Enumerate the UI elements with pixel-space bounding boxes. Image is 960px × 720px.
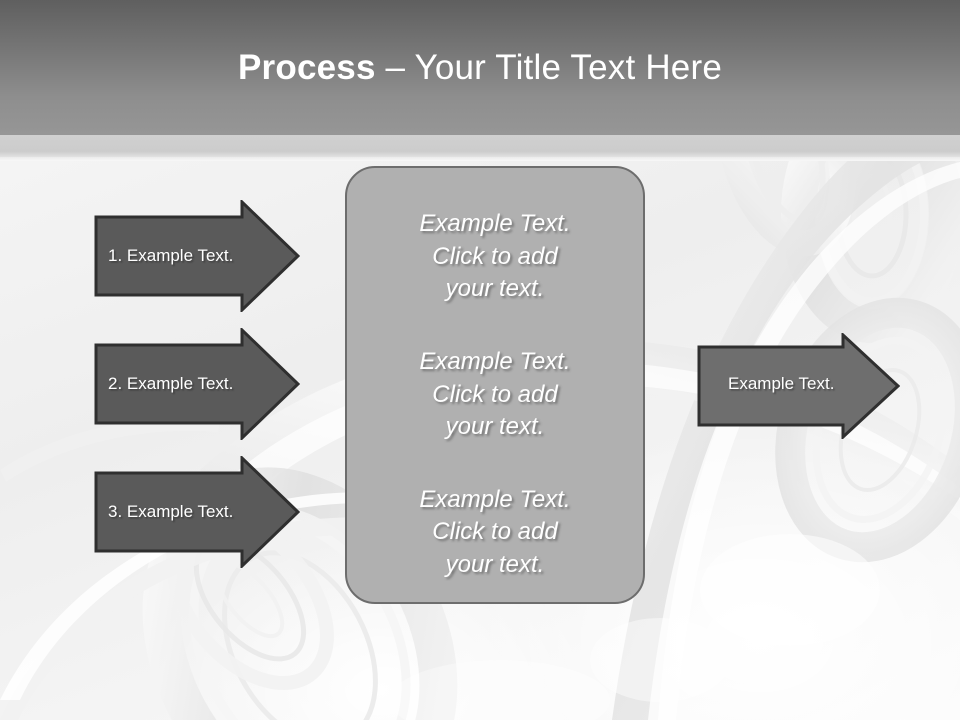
process-step-arrow-3[interactable]: 3. Example Text.: [94, 454, 301, 573]
title-bar-strip: [0, 135, 960, 157]
process-output-arrow-label: Example Text.: [728, 374, 835, 393]
process-detail-panel[interactable]: [345, 166, 645, 604]
process-detail-panel-content: Example Text. Click to add your text. Ex…: [345, 166, 645, 604]
arrow-right-shape-1: [94, 198, 301, 314]
process-step-arrow-1[interactable]: 1. Example Text.: [94, 198, 301, 317]
process-step-arrow-1-label: 1. Example Text.: [108, 246, 234, 265]
title-bar: [0, 0, 960, 135]
panel-text-block-2: Example Text. Click to add your text.: [419, 347, 571, 441]
arrow-right-shape-3: [94, 454, 301, 570]
panel-text-block-1: Example Text. Click to add your text.: [419, 210, 571, 303]
page-title-light: – Your Title Text Here: [375, 48, 722, 87]
title-bar-strip-edge: [0, 157, 960, 161]
arrow-right-shape-2: [94, 326, 301, 442]
arrow-right-shape-output: [697, 331, 901, 441]
process-step-arrow-2-label: 2. Example Text.: [108, 374, 234, 393]
process-step-arrow-3-label: 3. Example Text.: [108, 502, 234, 521]
page-title-strong: Process: [238, 48, 376, 87]
panel-text-block-3: Example Text. Click to add your text.: [419, 485, 571, 578]
process-step-arrow-2[interactable]: 2. Example Text.: [94, 326, 301, 445]
process-output-arrow[interactable]: Example Text.: [697, 331, 901, 444]
page-title: Process – Your Title Text Here: [0, 48, 960, 88]
